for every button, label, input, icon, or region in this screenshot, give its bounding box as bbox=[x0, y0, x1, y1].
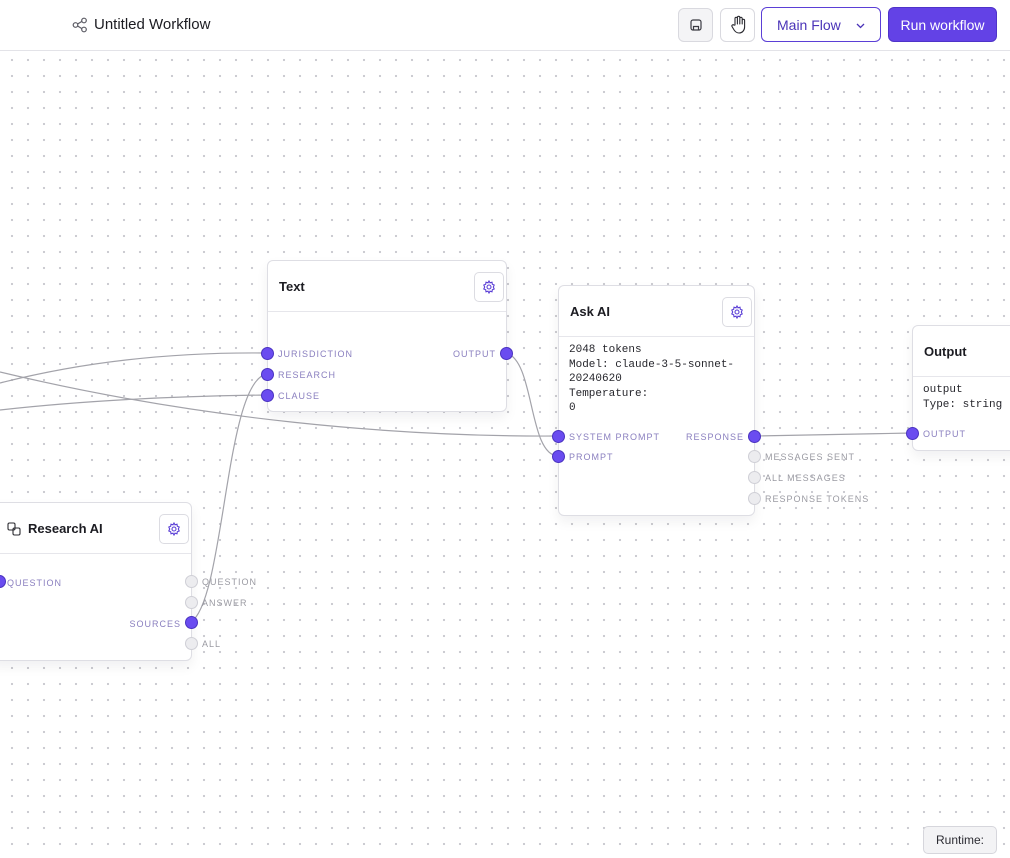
gear-icon bbox=[168, 522, 180, 536]
flow-select-value: Main Flow bbox=[777, 16, 841, 33]
node-header: Text bbox=[268, 261, 506, 312]
run-workflow-button[interactable]: Run workflow bbox=[888, 7, 997, 42]
runtime-button[interactable]: Runtime: bbox=[923, 826, 997, 854]
edge-output-to-prompt bbox=[505, 352, 559, 457]
port-label-output-input: OUTPUT bbox=[923, 429, 966, 439]
text-node[interactable]: Text JURISDICTION RESEARCH CLAUSE OUTPUT bbox=[267, 260, 507, 412]
port-research[interactable] bbox=[261, 368, 274, 381]
port-question-output[interactable] bbox=[185, 575, 198, 588]
port-text-output[interactable] bbox=[500, 347, 513, 360]
node-header: Output bbox=[913, 326, 1010, 377]
port-label-question-input: QUESTION bbox=[7, 578, 63, 588]
port-sources[interactable] bbox=[185, 616, 198, 629]
port-all[interactable] bbox=[185, 637, 198, 650]
port-system-prompt[interactable] bbox=[552, 430, 565, 443]
port-output-input[interactable] bbox=[906, 427, 919, 440]
gear-icon bbox=[731, 305, 743, 319]
edge-to-clause bbox=[0, 394, 268, 411]
port-label-sources: SOURCES bbox=[129, 619, 181, 629]
port-label-messages-sent: MESSAGES SENT bbox=[765, 452, 856, 462]
edge-response-to-output bbox=[753, 432, 913, 437]
port-messages-sent[interactable] bbox=[748, 450, 761, 463]
port-all-messages[interactable] bbox=[748, 471, 761, 484]
ask-ai-node[interactable]: Ask AI 2048 tokens Model: claude-3-5-son… bbox=[558, 285, 755, 516]
node-title: Research AI bbox=[28, 521, 103, 536]
gear-icon bbox=[483, 280, 495, 294]
port-answer[interactable] bbox=[185, 596, 198, 609]
port-label-question-output: QUESTION bbox=[202, 577, 258, 587]
chevron-down-icon bbox=[856, 23, 865, 29]
node-settings-button[interactable] bbox=[159, 514, 189, 544]
port-label-response: RESPONSE bbox=[685, 432, 744, 442]
port-response[interactable] bbox=[748, 430, 761, 443]
node-settings-button[interactable] bbox=[474, 272, 504, 302]
port-label-output: OUTPUT bbox=[453, 349, 496, 359]
port-label-research: RESEARCH bbox=[278, 370, 337, 380]
top-bar: Untitled Workflow Main Flow Run workflow bbox=[0, 0, 1010, 51]
node-title: Output bbox=[924, 344, 967, 359]
node-details: 2048 tokens Model: claude-3-5-sonnet- 20… bbox=[569, 344, 735, 414]
research-copy-icon bbox=[7, 522, 21, 536]
port-prompt[interactable] bbox=[552, 450, 565, 463]
port-clause[interactable] bbox=[261, 389, 274, 402]
workflow-title[interactable]: Untitled Workflow bbox=[94, 16, 211, 33]
node-title: Ask AI bbox=[570, 304, 610, 319]
share-nodes-icon bbox=[72, 17, 87, 33]
research-ai-node[interactable]: Research AI QUESTION SOURCES bbox=[0, 502, 192, 661]
node-details: output Type: string bbox=[923, 384, 1003, 411]
port-response-tokens[interactable] bbox=[748, 492, 761, 505]
port-label-clause: CLAUSE bbox=[278, 391, 321, 401]
port-label-all-messages: ALL MESSAGES bbox=[765, 473, 846, 483]
flow-select[interactable]: Main Flow bbox=[761, 7, 881, 42]
node-header: Ask AI bbox=[559, 286, 754, 337]
port-label-prompt: PROMPT bbox=[569, 452, 614, 462]
port-label-response-tokens: RESPONSE TOKENS bbox=[765, 494, 870, 504]
output-node[interactable]: Output output Type: string OUTPUT bbox=[912, 325, 1010, 451]
save-button[interactable] bbox=[678, 8, 713, 42]
node-title: Text bbox=[279, 279, 305, 294]
edge-sources-to-research bbox=[190, 373, 268, 623]
pan-tool-button[interactable] bbox=[720, 8, 755, 42]
port-jurisdiction[interactable] bbox=[261, 347, 274, 360]
port-label-jurisdiction: JURISDICTION bbox=[278, 349, 353, 359]
edge-to-system-prompt bbox=[0, 371, 559, 437]
hand-pointer-icon bbox=[730, 15, 745, 34]
node-settings-button[interactable] bbox=[722, 297, 752, 327]
port-label-answer: ANSWER bbox=[202, 598, 248, 608]
save-icon bbox=[689, 19, 702, 31]
node-header: Research AI bbox=[0, 503, 191, 554]
port-label-system-prompt: SYSTEM PROMPT bbox=[569, 432, 661, 442]
port-label-all: ALL bbox=[202, 639, 222, 649]
edge-to-jurisdiction bbox=[0, 352, 268, 384]
